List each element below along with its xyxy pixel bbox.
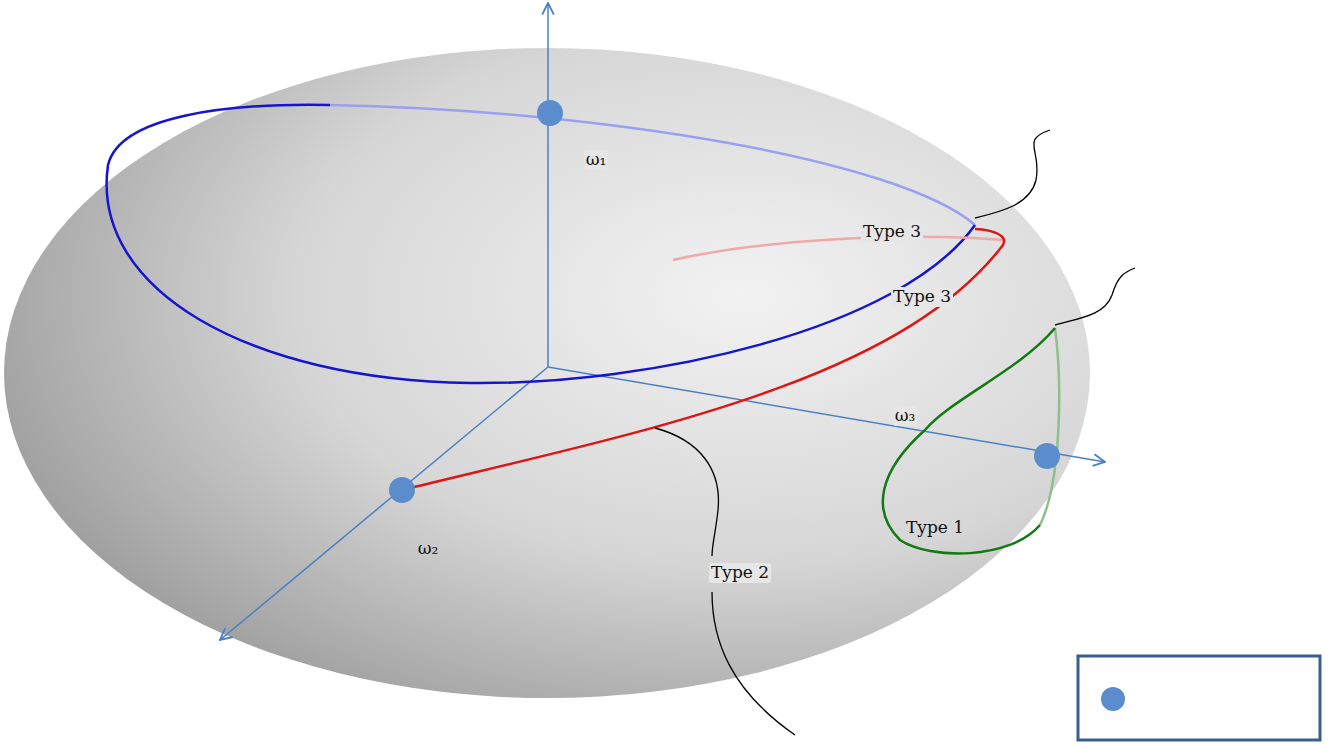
curve-label: Type 2 <box>709 563 771 583</box>
axis-label: ω₃ <box>893 406 918 426</box>
curve-label: Type 3 <box>891 287 953 307</box>
axis-label: ω₁ <box>584 150 609 170</box>
axis-label: ω₂ <box>416 539 441 559</box>
curve-label: Type 3 <box>861 222 923 242</box>
curve-label: Type 1 <box>904 518 966 538</box>
